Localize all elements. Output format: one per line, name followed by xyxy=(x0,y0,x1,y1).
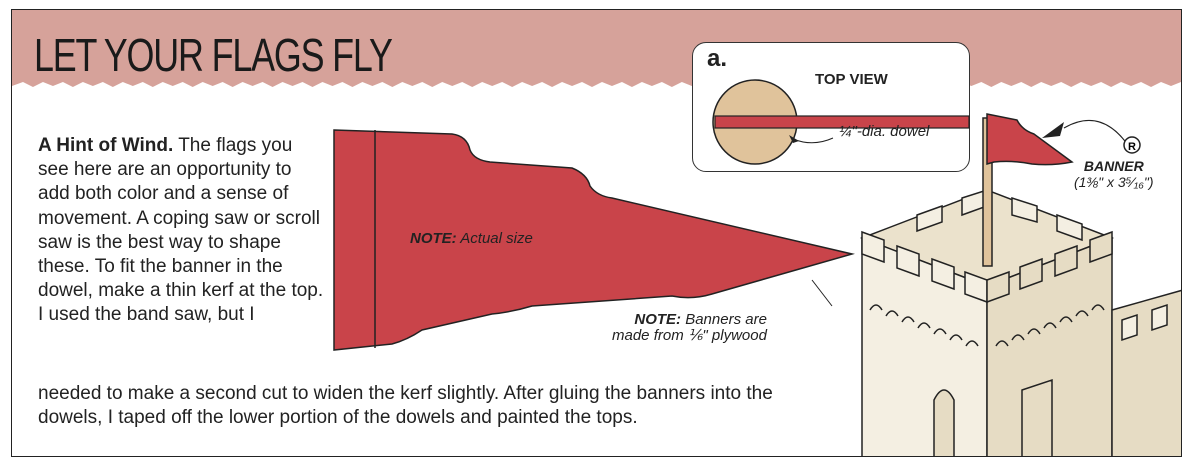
r-marker-text: R xyxy=(1128,141,1136,153)
article-paragraph-continued: needed to make a second cut to widen the… xyxy=(38,383,773,429)
banner-name: BANNER xyxy=(1083,158,1144,174)
note-text: Banners are xyxy=(681,311,767,328)
note-text-line2: made from ⅙" plywood xyxy=(612,327,767,344)
dowel-label: ¼"-dia. dowel xyxy=(839,123,930,140)
banner-size: (1⅜" x 3⁵⁄₁₆") xyxy=(1074,174,1154,190)
tower-flag-drawing xyxy=(982,113,1074,267)
castle-tower-drawing xyxy=(859,188,1181,456)
article-paragraph: A Hint of Wind. The flags you see here a… xyxy=(38,134,328,328)
note-text: Actual size xyxy=(456,230,533,247)
banner-leader-arrow xyxy=(1063,119,1131,149)
banner-callout-label: BANNER (1⅜" x 3⁵⁄₁₆") xyxy=(1074,158,1154,190)
r-marker-circle xyxy=(1123,136,1141,154)
note-actual-size: NOTE: Actual size xyxy=(410,230,533,247)
callout-title: TOP VIEW xyxy=(815,71,888,88)
page-title: LET YOUR FLAGS FLY xyxy=(34,29,393,81)
note-banners-material: NOTE: Banners are made from ⅙" plywood xyxy=(612,312,767,344)
paragraph-column-text: The flags you see here are an opportunit… xyxy=(38,135,324,326)
lead-heading: A Hint of Wind. xyxy=(38,135,174,156)
top-view-callout: a. TOP VIEW ¼"-dia. dowel xyxy=(692,42,970,172)
top-view-diagram xyxy=(712,79,970,165)
note-bold: NOTE: xyxy=(634,311,682,328)
callout-letter: a. xyxy=(707,45,728,72)
note-bold: NOTE: xyxy=(410,230,457,247)
article-frame: LET YOUR FLAGS FLY xyxy=(11,9,1182,457)
